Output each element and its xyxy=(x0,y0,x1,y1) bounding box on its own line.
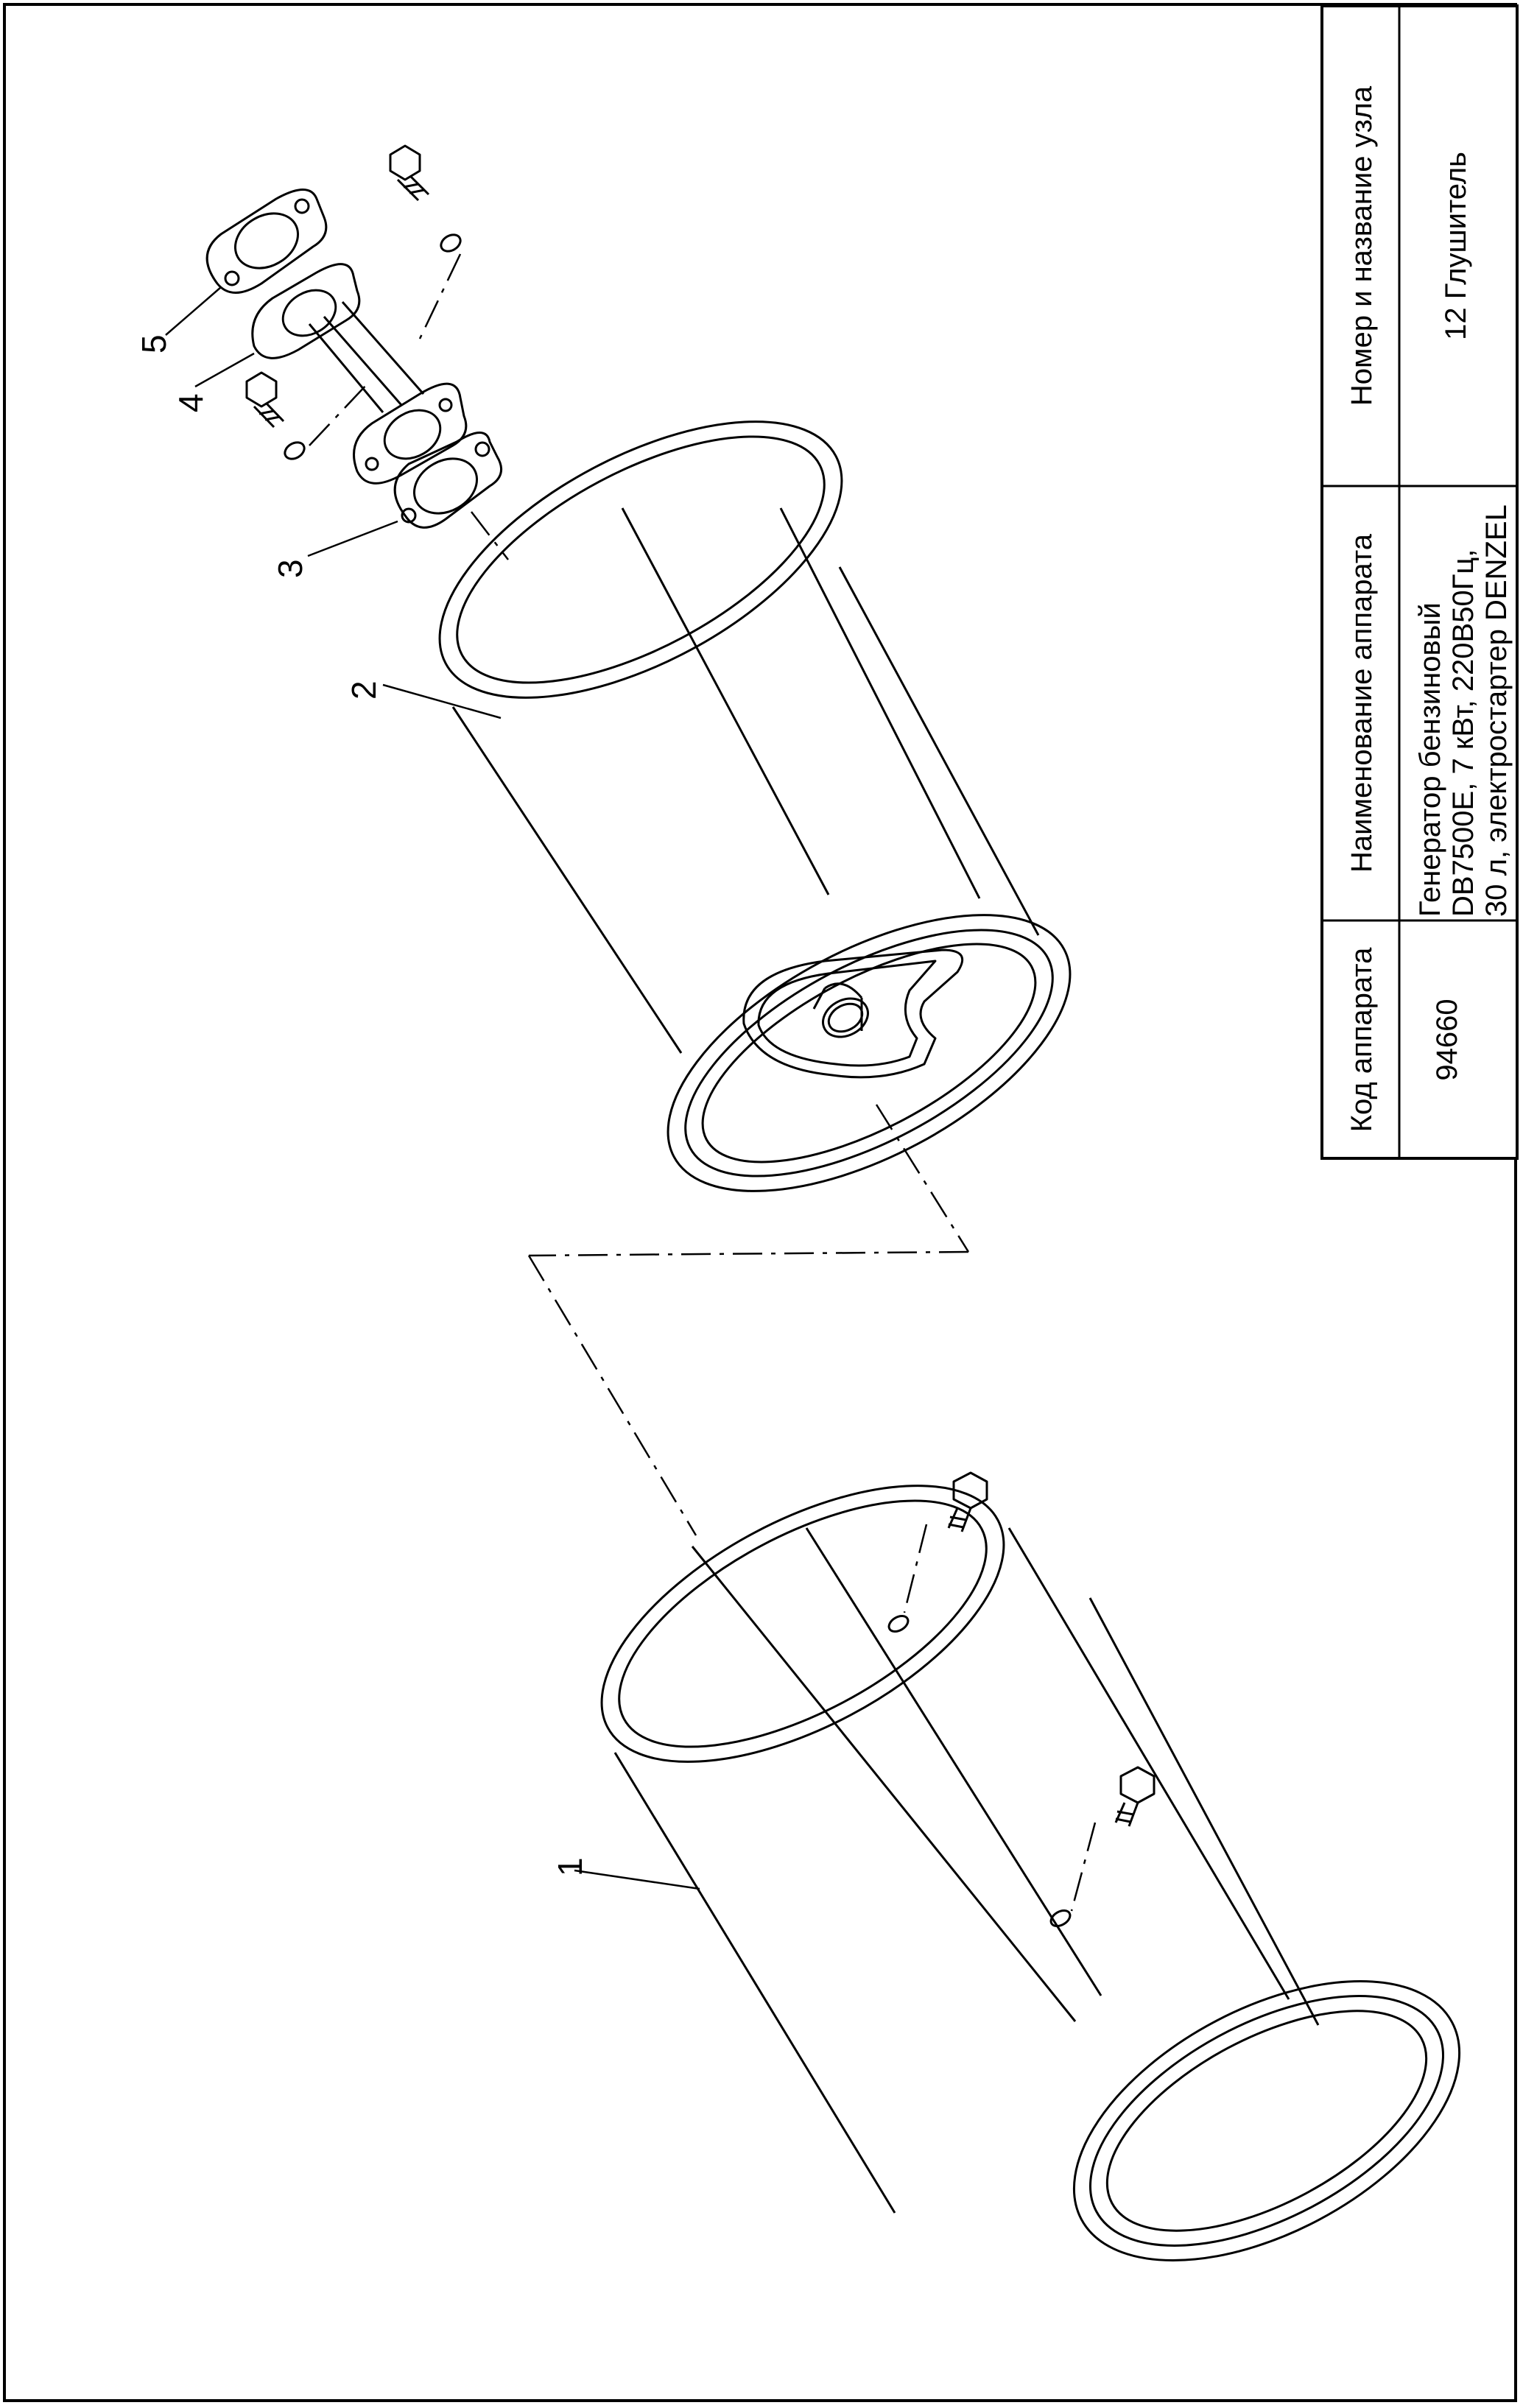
tb-header-code: Код аппарата xyxy=(1346,947,1378,1132)
callout-3: 3 xyxy=(271,559,309,578)
tb-header-unit: Номер и название узла xyxy=(1346,85,1378,406)
part-2-muffler-section xyxy=(438,420,1072,1192)
part-5-gasket xyxy=(205,189,328,294)
callout-2: 2 xyxy=(345,680,383,700)
callout-5: 5 xyxy=(135,334,173,353)
assembly-centerlines xyxy=(309,253,1097,1912)
title-block: Код аппарата Наименование аппарата Номер… xyxy=(1320,4,1519,1160)
leader-lines xyxy=(165,286,700,1890)
tb-header-name: Наименование аппарата xyxy=(1346,533,1378,873)
tb-value-name-line1: Генератор бензиновый xyxy=(1414,602,1446,917)
callout-labels: 1 2 3 4 5 xyxy=(135,334,589,1876)
tb-value-code: 94660 xyxy=(1431,999,1463,1080)
part-1-muffler-body xyxy=(600,1471,1461,2262)
flange-bolt-left xyxy=(245,371,306,460)
sheet-frame xyxy=(3,3,1517,2402)
tb-value-name-line3: 30 л, электростартер DENZEL xyxy=(1480,504,1513,917)
body-bolt-top xyxy=(947,1471,988,1532)
tb-value-unit: 12 Глушитель xyxy=(1440,152,1472,340)
tb-value-name-line2: DB7500E, 7 кВт, 220В50Гц, xyxy=(1447,549,1480,917)
callout-1: 1 xyxy=(551,1857,589,1876)
body-bolt-bottom xyxy=(1114,1766,1156,1827)
flange-bolt-right xyxy=(389,144,462,253)
callout-4: 4 xyxy=(172,393,210,412)
part-4-flanged-pipe xyxy=(245,144,468,485)
part-3-gasket xyxy=(393,432,503,529)
